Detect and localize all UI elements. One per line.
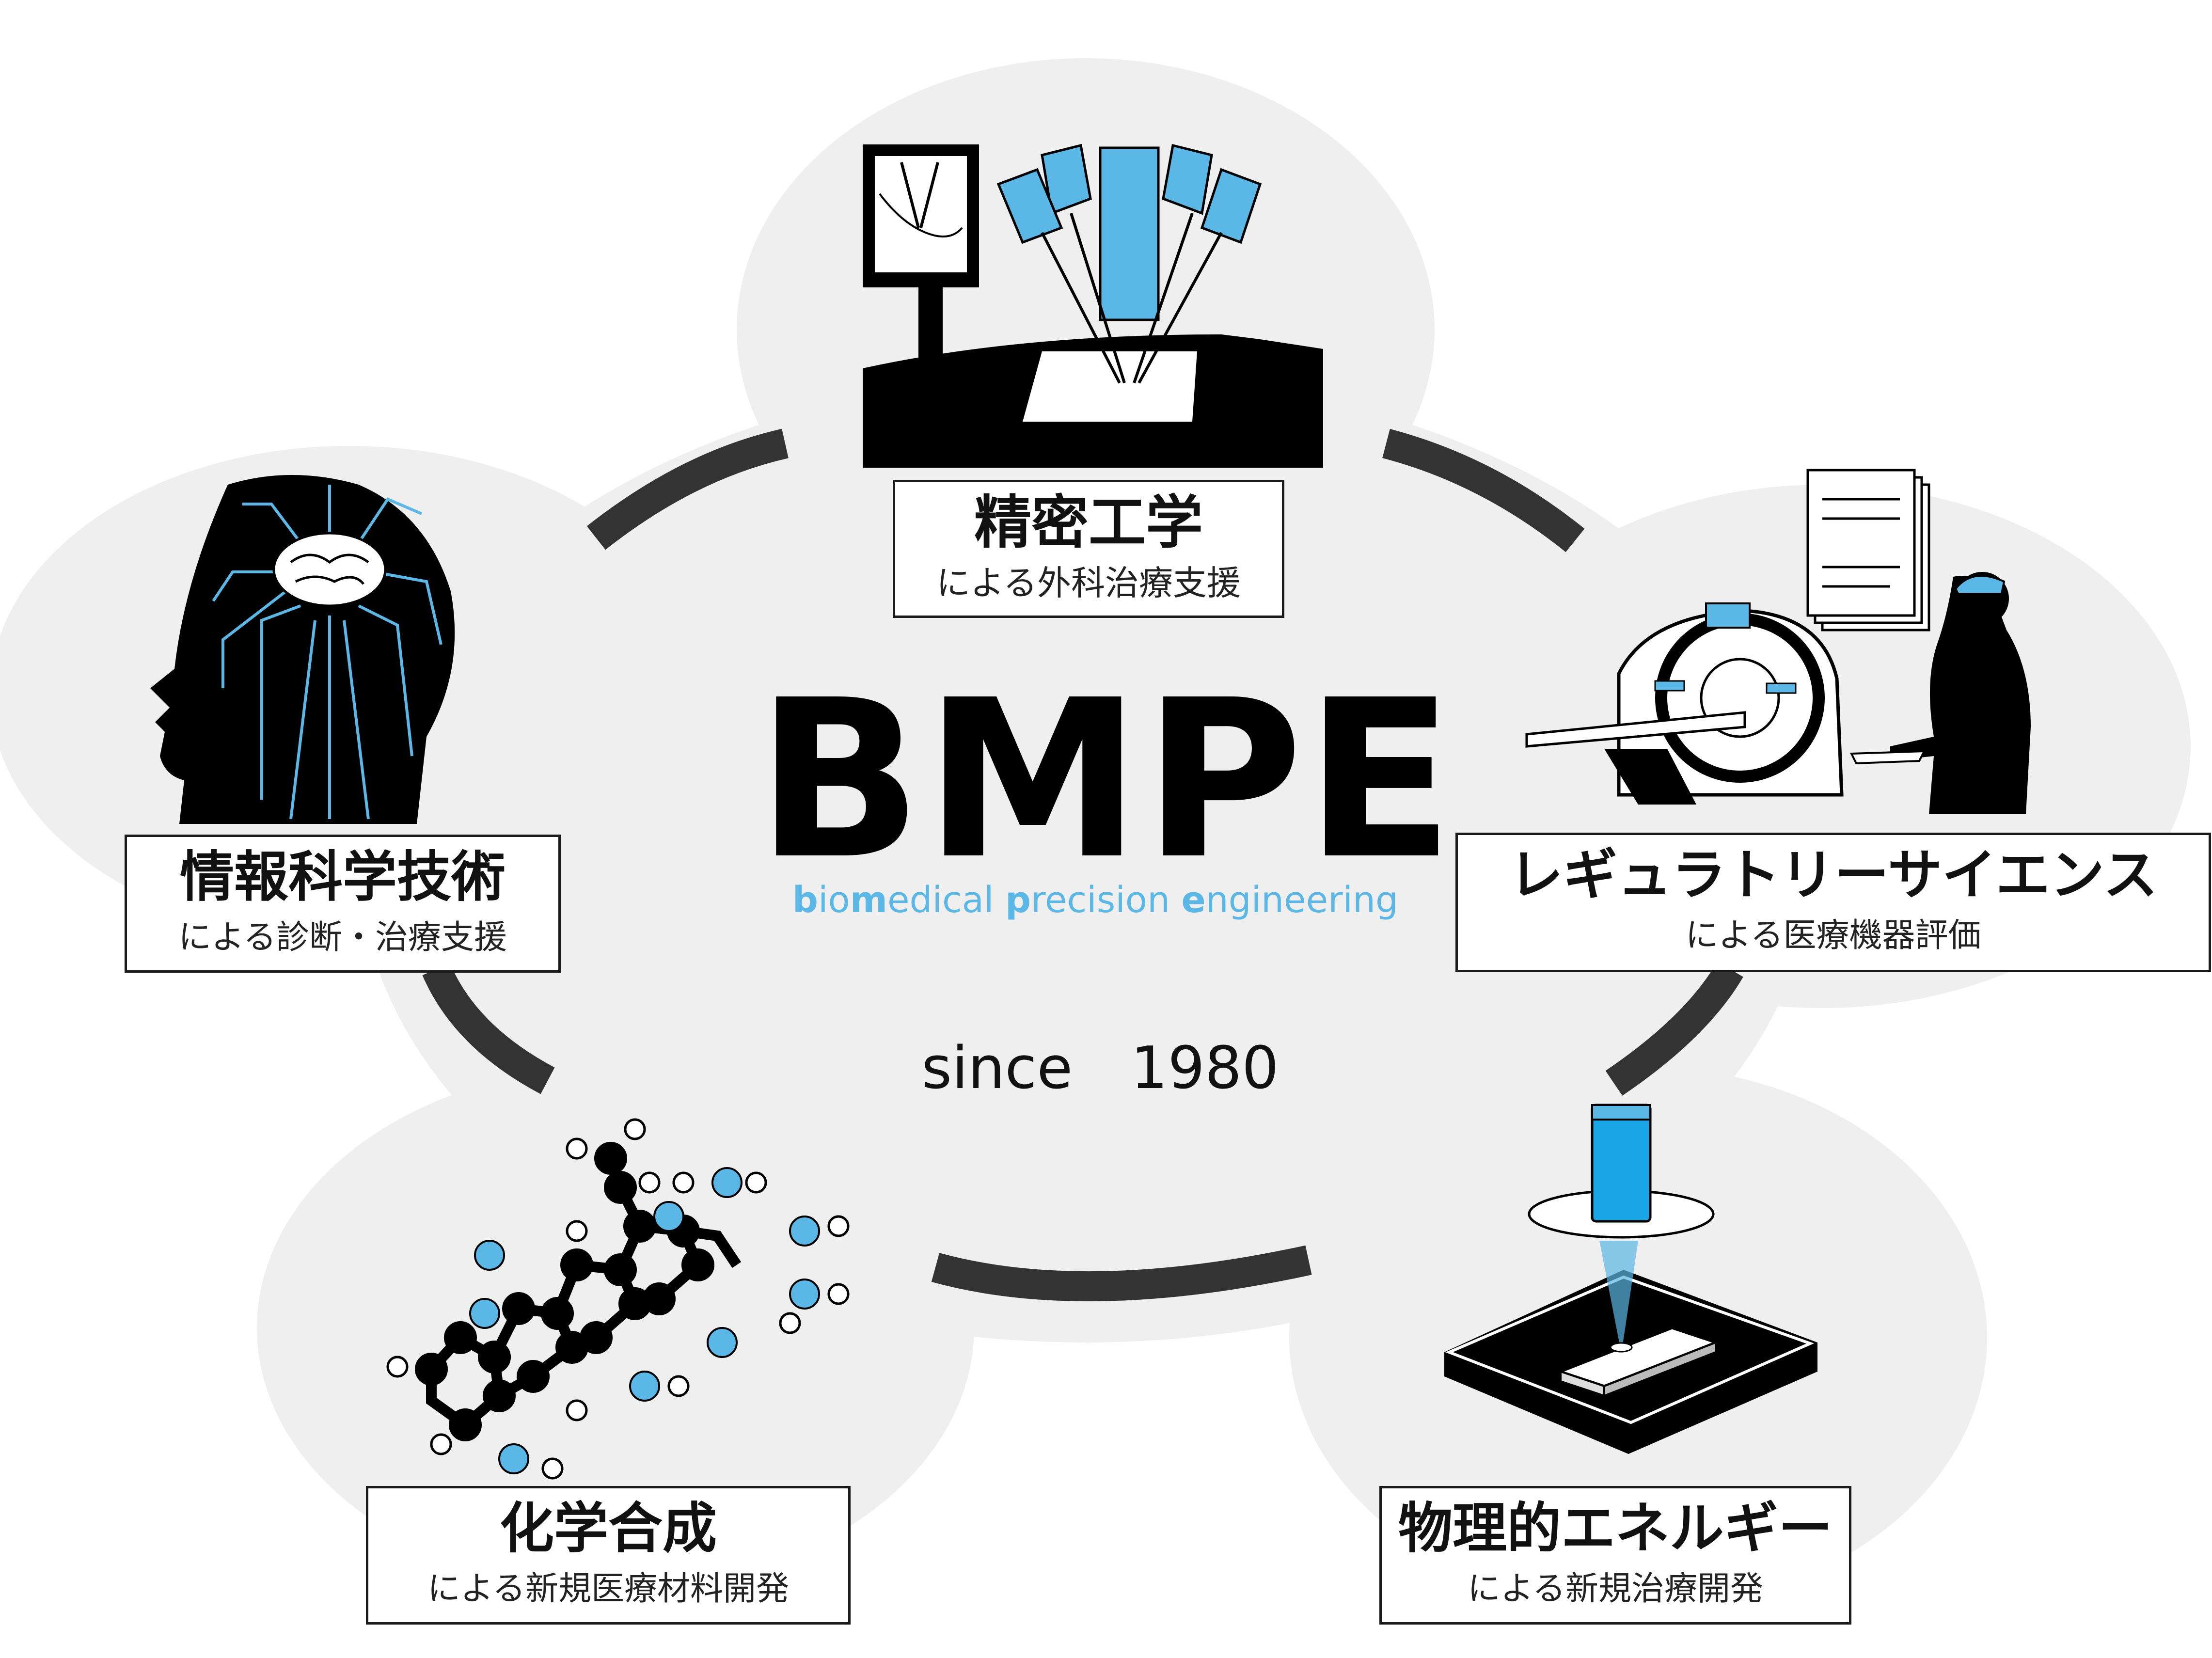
ring-arc-top-left: [586, 428, 789, 550]
node-precision-engineering: 精密工学 による外科治療支援: [893, 480, 1284, 618]
subtitle-text: io: [818, 879, 850, 921]
node-title: 物理的エネルギー: [1398, 1497, 1833, 1560]
node-subtitle: による診断・治療支援: [178, 918, 507, 957]
laser-beam-icon: [1444, 1104, 1817, 1454]
node-subtitle: による新規治療開発: [1468, 1570, 1763, 1608]
subtitle-initial: e: [1181, 879, 1206, 921]
node-subtitle: による新規医療材料開発: [427, 1570, 789, 1608]
brain-circuit-icon: [150, 475, 455, 824]
subtitle-initial: m: [850, 879, 887, 921]
node-information-science: 情報科学技術 による診断・治療支援: [125, 835, 561, 973]
subtitle-initial: b: [792, 879, 818, 921]
ring-arc-bottom: [931, 1245, 1312, 1302]
ring-arc-top-right: [1382, 429, 1585, 553]
node-title: 情報科学技術: [180, 846, 506, 909]
subtitle-initial: p: [1005, 879, 1031, 921]
center-title: BMPE: [756, 653, 1456, 907]
node-title: 精密工学: [974, 489, 1203, 556]
node-chemical-synthesis: 化学合成 による新規医療材料開発: [366, 1486, 851, 1625]
subtitle-text: edical: [887, 879, 1006, 921]
node-subtitle: による医療機器評価: [1685, 916, 1981, 955]
molecule-icon: [386, 1118, 850, 1480]
node-physical-energy: 物理的エネルギー による新規治療開発: [1379, 1486, 1851, 1625]
node-title: レギュラトリーサイエンス: [1509, 844, 2158, 907]
ring-arc-left: [422, 963, 555, 1094]
ring-arc-right: [1605, 962, 1743, 1096]
node-regulatory-science: レギュラトリーサイエンス による医療機器評価: [1455, 833, 2211, 972]
mri-scanner-icon: [1525, 469, 2031, 814]
center-subtitle: biomedical precision engineering: [756, 878, 1435, 922]
surgical-robot-icon: [863, 143, 1323, 468]
subtitle-text: ngineering: [1205, 879, 1398, 921]
subtitle-text: recision: [1031, 879, 1182, 921]
node-subtitle: による外科治療支援: [936, 563, 1241, 603]
connecting-ring: [422, 428, 1743, 1302]
node-title: 化学合成: [500, 1497, 717, 1560]
since-year: since 1980: [921, 1035, 1279, 1102]
